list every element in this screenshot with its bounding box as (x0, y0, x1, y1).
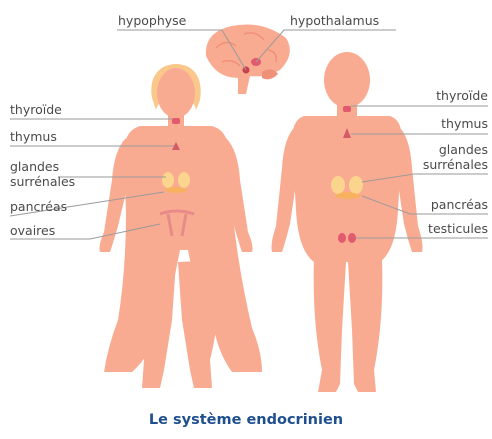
female-left-leg (132, 260, 176, 388)
female-head (157, 68, 195, 118)
diagram-caption: Le système endocrinien (0, 412, 492, 428)
label-glandes-left: glandes (10, 160, 59, 174)
male-left-leg (314, 258, 346, 392)
label-thymus-right: thymus (441, 117, 488, 131)
label-surrenales-right: surrénales (423, 158, 488, 172)
female-left-arm (100, 138, 129, 252)
male-head (324, 52, 370, 108)
label-surrenales-left: surrénales (10, 175, 75, 189)
label-hypothalamus: hypothalamus (290, 14, 379, 28)
male-body (272, 52, 423, 392)
male-left-arm (272, 126, 299, 252)
label-pancreas-right: pancréas (431, 198, 488, 212)
female-adrenal-right (178, 172, 190, 188)
label-hypophyse: hypophyse (118, 14, 186, 28)
label-pancreas-left: pancréas (10, 200, 67, 214)
label-ovaires: ovaires (10, 224, 55, 238)
female-torso (104, 126, 262, 372)
male-adrenal-right (349, 176, 363, 194)
brain-outline (206, 25, 290, 95)
male-adrenal-left (331, 176, 345, 194)
male-right-leg (348, 258, 382, 392)
label-glandes-right: glandes (439, 143, 488, 157)
female-right-leg (178, 260, 222, 388)
female-adrenal-left (162, 172, 174, 188)
label-thymus-left: thymus (10, 130, 57, 144)
male-thyroid (343, 106, 351, 112)
male-right-arm (396, 126, 423, 252)
label-testicules: testicules (428, 222, 488, 236)
label-thyroide-left: thyroïde (10, 103, 62, 117)
female-body (100, 64, 263, 388)
brain (206, 25, 290, 95)
female-thyroid (172, 118, 180, 124)
male-testicle-right (348, 233, 356, 243)
male-testicle-left (338, 233, 346, 243)
label-thyroide-right: thyroïde (436, 89, 488, 103)
